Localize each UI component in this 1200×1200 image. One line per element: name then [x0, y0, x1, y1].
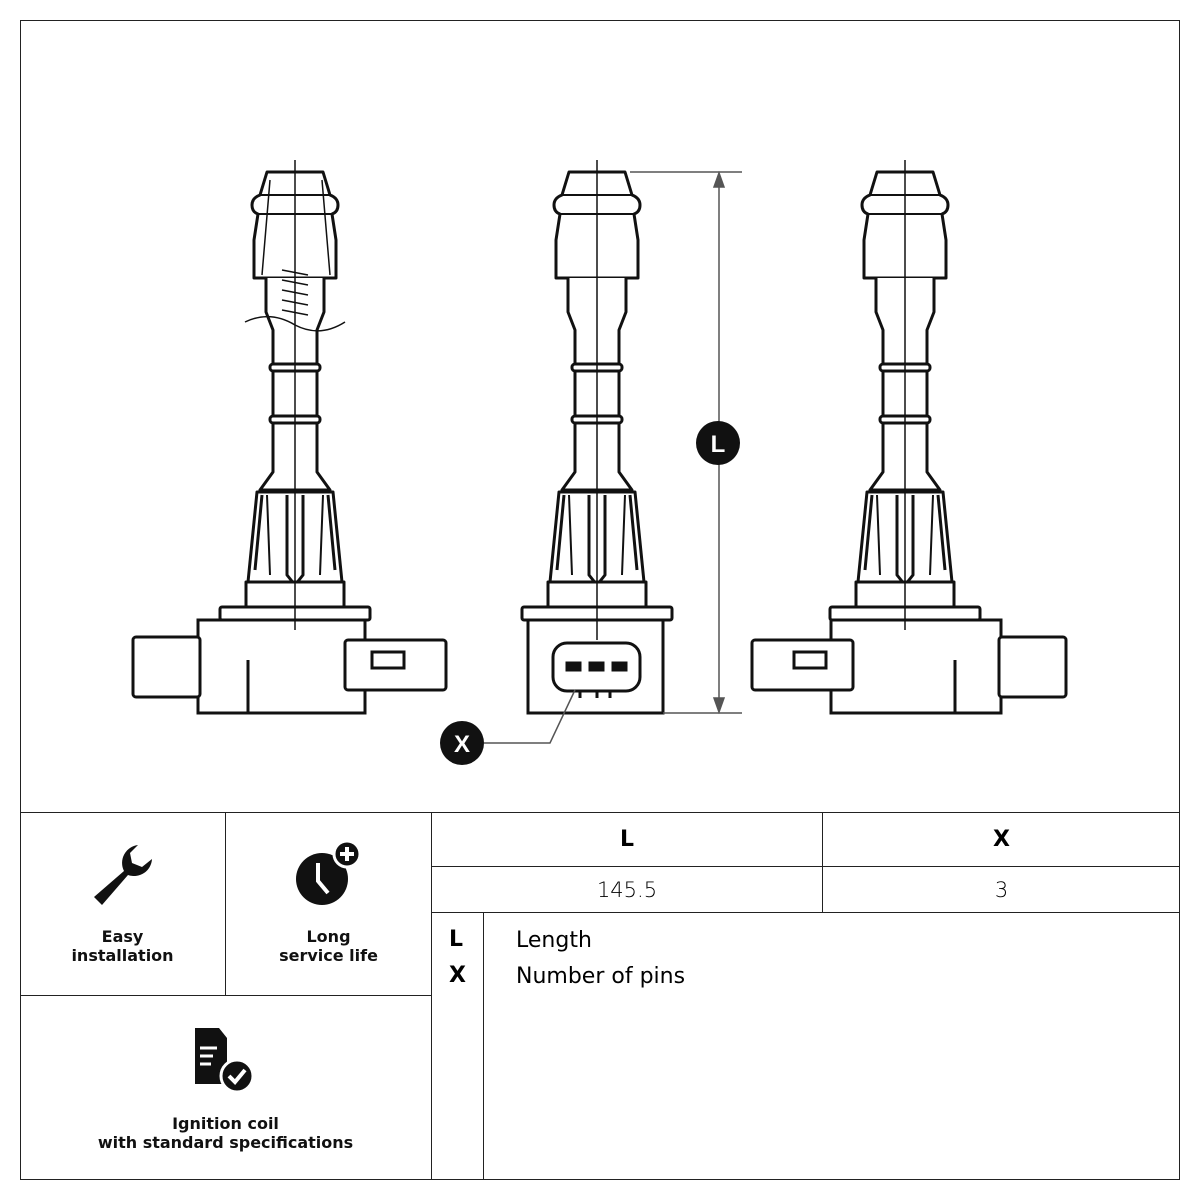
table-value-length: 145.5	[431, 867, 823, 913]
legend-key: L	[449, 927, 464, 952]
length-dimension	[630, 170, 742, 715]
feature-label: Ignition coil	[172, 1114, 279, 1133]
table-header-length: L	[431, 813, 823, 867]
feature-long-service-life: Long service life	[226, 813, 431, 996]
sheet-frame	[20, 20, 1180, 1180]
length-marker-label: L	[711, 431, 726, 458]
feature-easy-installation: Easy installation	[20, 813, 226, 996]
feature-label: service life	[279, 946, 378, 965]
feature-label: with standard specifications	[97, 1133, 354, 1152]
feature-label: installation	[71, 946, 174, 965]
pins-marker: X	[440, 689, 576, 765]
feature-standard-specifications: Ignition coil with standard specificatio…	[20, 996, 431, 1180]
ignition-coil-drawing: L X	[131, 160, 1068, 765]
wrench-icon	[93, 845, 152, 905]
table-header-pins: X	[823, 813, 1180, 867]
legend-key-column	[431, 913, 484, 1180]
panel-divider	[20, 812, 1180, 813]
feature-label: Long	[306, 927, 351, 946]
length-marker: L	[696, 421, 740, 465]
feature-label: Easy	[101, 927, 144, 946]
coil-front-view	[520, 160, 674, 715]
clock-plus-icon	[295, 839, 361, 905]
legend-label: Length	[516, 928, 592, 953]
legend-label: Number of pins	[516, 964, 686, 989]
document-check-icon	[194, 1028, 254, 1094]
coil-side-view-left	[131, 160, 448, 715]
pins-marker-label: X	[454, 731, 470, 758]
coil-side-view-right	[750, 160, 1068, 715]
legend-key: X	[449, 963, 466, 988]
table-value-pins: 3	[823, 867, 1180, 913]
